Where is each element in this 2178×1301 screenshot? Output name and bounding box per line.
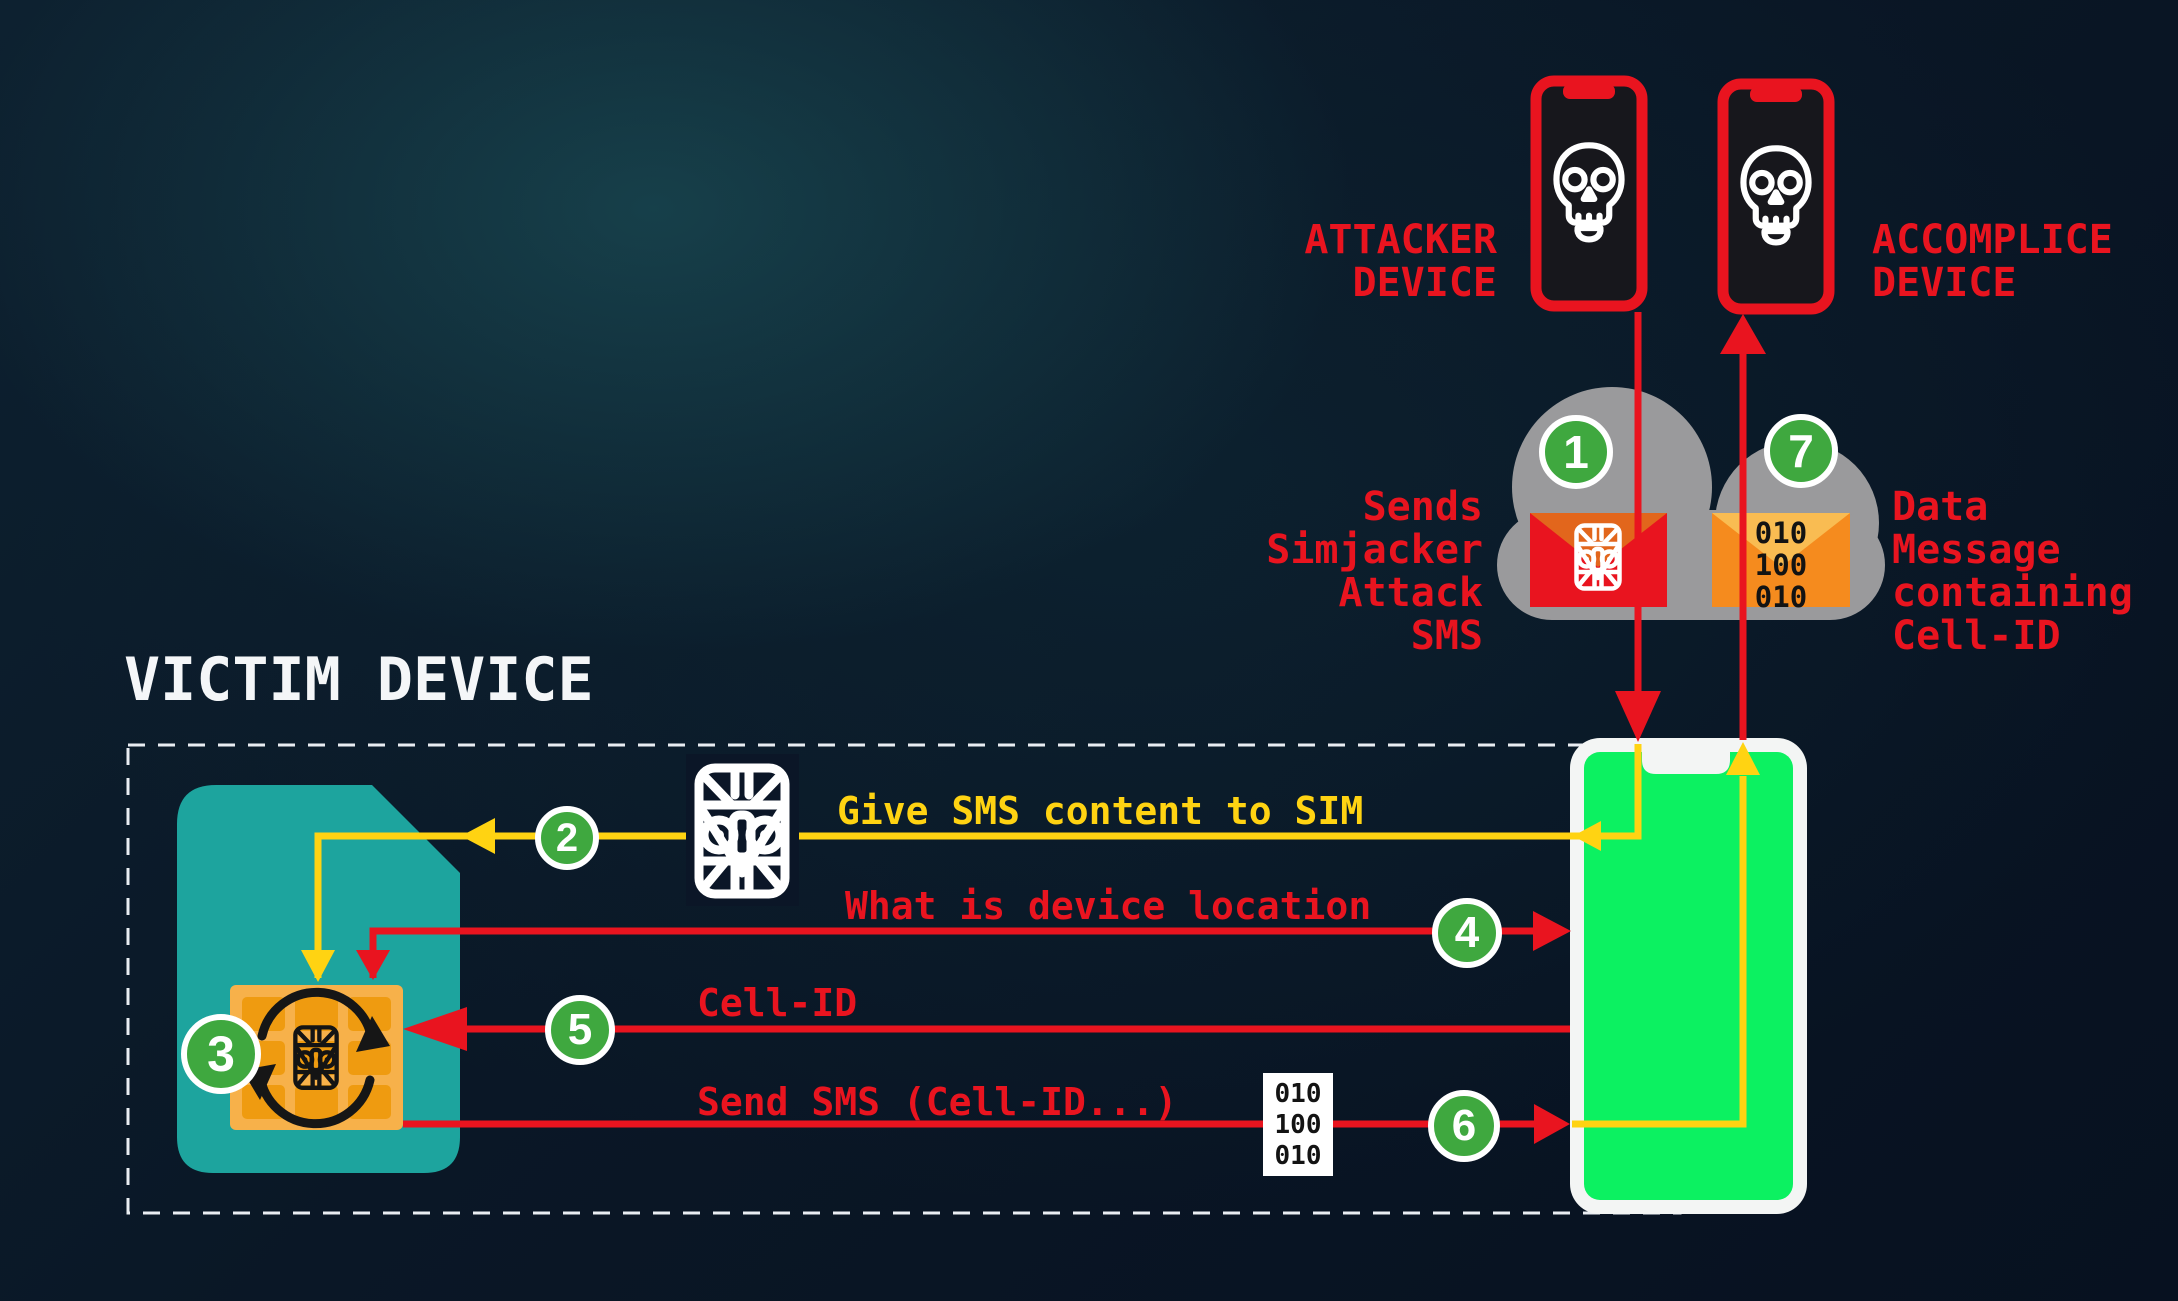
give-sms-flow-line xyxy=(301,744,1642,982)
exfil-flow-line xyxy=(1720,314,1766,740)
send-sms-flow-line xyxy=(403,1104,1570,1144)
attacker-phone-notch xyxy=(1563,84,1615,99)
internal-forward-flow-line xyxy=(1572,742,1760,1128)
refresh-arrows-icon xyxy=(242,987,390,1129)
arrowhead-left xyxy=(1573,821,1601,851)
victim-device-title: VICTIM DEVICE xyxy=(124,645,594,715)
arrowhead-down xyxy=(356,950,390,980)
cellid-flow-line xyxy=(403,1007,1570,1051)
step-badge-3: 3 xyxy=(181,1014,261,1094)
cellid-flow-label: Cell-ID xyxy=(697,981,858,1025)
sms-sim-icon xyxy=(686,754,799,906)
step-badge-6: 6 xyxy=(1428,1090,1500,1162)
arrowhead-right xyxy=(1533,911,1571,951)
accomplice-phone-icon xyxy=(1717,78,1835,315)
attack-sms-flow-line xyxy=(1615,312,1661,742)
arrowhead-left xyxy=(461,818,495,854)
accomplice-phone-notch xyxy=(1750,87,1802,102)
arrowhead-down xyxy=(1615,691,1661,742)
send-sms-flow-label: Send SMS (Cell-ID...) xyxy=(697,1080,1178,1124)
arrowhead-left xyxy=(403,1007,467,1051)
data-message-label: Data Message containing Cell-ID xyxy=(1892,484,2133,659)
arrowhead-down xyxy=(301,950,335,982)
location-query-flow-line xyxy=(356,911,1571,980)
give-sms-flow-label: Give SMS content to SIM xyxy=(837,789,1364,833)
location-query-flow-label: What is device location xyxy=(845,884,1372,928)
step-badge-5: 5 xyxy=(545,995,615,1065)
arrowhead-right xyxy=(1534,1104,1570,1144)
step-badge-1: 1 xyxy=(1539,415,1613,489)
step-badge-7: 7 xyxy=(1764,414,1838,488)
attack-sms-envelope-icon xyxy=(1530,513,1667,607)
sms-binary-payload-box: 010 100 010 xyxy=(1263,1073,1333,1176)
arrowhead-up xyxy=(1726,742,1760,775)
data-message-binary-text: 010 100 010 xyxy=(1754,516,1808,614)
sends-simjacker-label: Sends Simjacker Attack SMS xyxy=(1266,484,1483,659)
attacker-phone-icon xyxy=(1530,75,1648,312)
step-badge-4: 4 xyxy=(1432,898,1502,968)
attacker-device-label: ATTACKER DEVICE xyxy=(1304,217,1497,306)
accomplice-device-label: ACCOMPLICE DEVICE xyxy=(1872,217,2113,306)
victim-phone-notch xyxy=(1642,752,1730,774)
victim-phone-icon xyxy=(1570,738,1807,1214)
arrowhead-up xyxy=(1720,314,1766,354)
step-badge-2: 2 xyxy=(535,806,599,870)
